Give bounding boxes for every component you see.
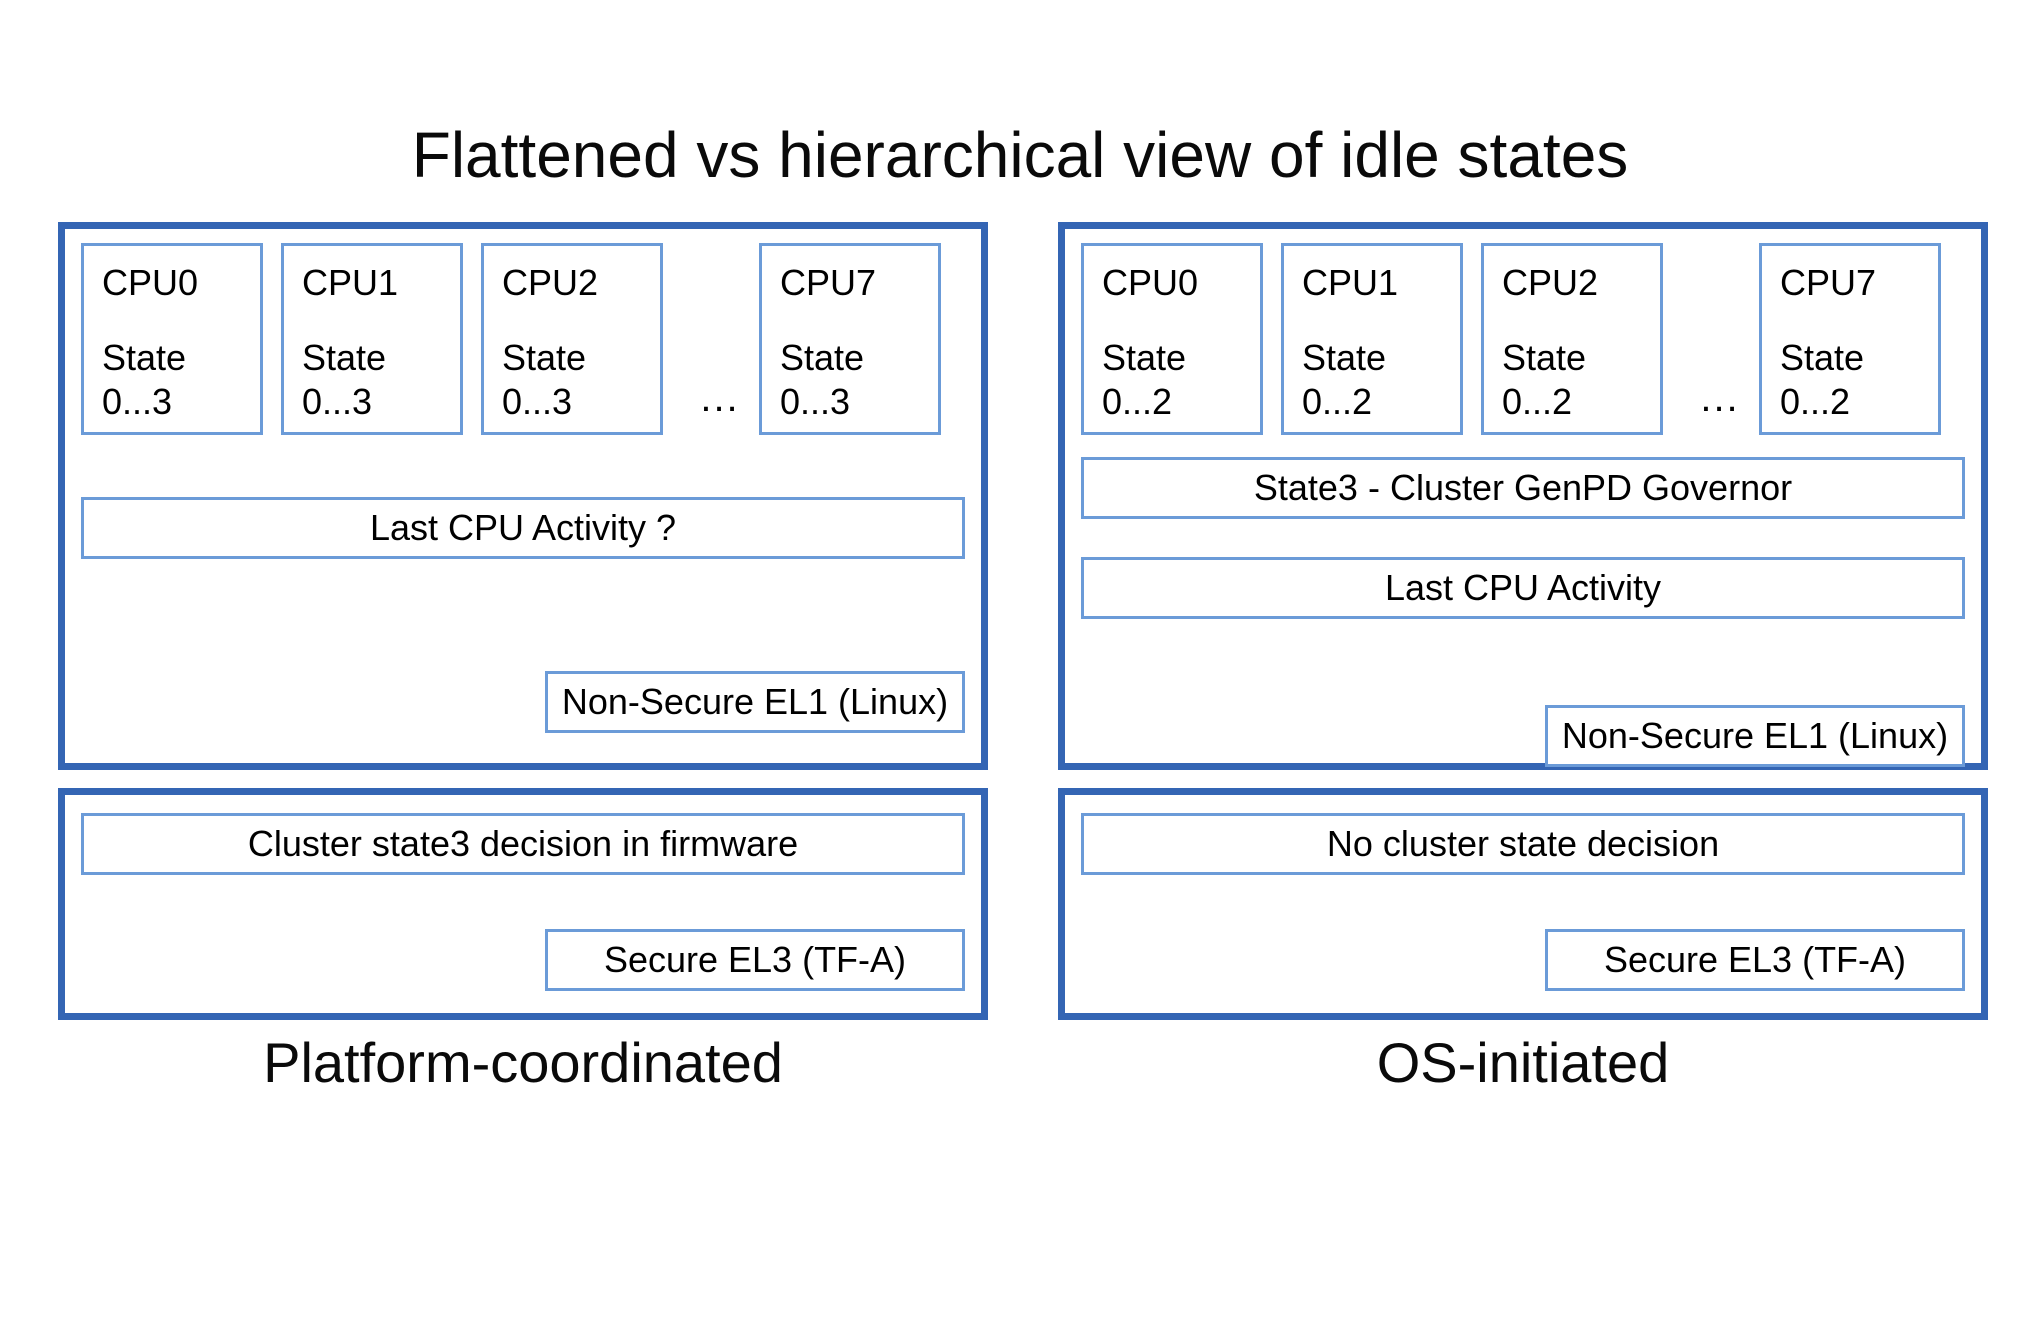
cpu-state-label: State [102,337,187,378]
cpu-state: State 0...2 [1780,336,1938,424]
left-cpu-row: CPU0 State 0...3 CPU1 State 0...3 CPU2 S… [81,243,965,441]
cpu-box-cpu1[interactable]: CPU1 State 0...3 [281,243,463,435]
cpu-state-label: State [1302,337,1387,378]
cpu-state: State 0...3 [102,336,260,424]
cpu-name: CPU7 [780,262,877,303]
right-el1-badge-wrap: Non-Secure EL1 (Linux) [1081,705,1965,767]
cpu-name: CPU1 [1302,262,1399,303]
cpu-state: State 0...3 [780,336,938,424]
right-last-cpu-activity-bar: Last CPU Activity [1081,557,1965,619]
cpu-row-ellipsis: ... [700,376,740,420]
cpu-state-label: State [502,337,587,378]
cpu-name: CPU2 [1502,262,1599,303]
os-initiated-column: CPU0 State 0...2 CPU1 State 0...2 CPU2 S… [1058,222,1988,1020]
left-secure-el3-badge: Secure EL3 (TF-A) [545,929,965,991]
left-el3-badge-wrap: Secure EL3 (TF-A) [81,929,965,991]
cpu-state-range: 0...2 [1780,381,1851,422]
cpu-state-range: 0...3 [102,381,173,422]
right-os-panel: CPU0 State 0...2 CPU1 State 0...2 CPU2 S… [1058,222,1988,770]
cpu-box-cpu7[interactable]: CPU7 State 0...3 [759,243,941,435]
cpu-row-ellipsis: ... [1700,376,1740,420]
cpu-state-range: 0...2 [1102,381,1173,422]
caption-os-initiated: OS-initiated [1376,1031,1670,1094]
right-cluster-decision-bar: No cluster state decision [1081,813,1965,875]
cpu-state-range: 0...2 [1502,381,1573,422]
right-cluster-genpd-governor-bar: State3 - Cluster GenPD Governor [1081,457,1965,519]
caption-platform-coordinated: Platform-coordinated [263,1031,783,1094]
cpu-state: State 0...2 [1102,336,1260,424]
right-el3-badge-wrap: Secure EL3 (TF-A) [1081,929,1965,991]
page-title: Flattened vs hierarchical view of idle s… [411,119,1629,191]
cpu-box-cpu2[interactable]: CPU2 State 0...3 [481,243,663,435]
cpu-state-range: 0...2 [1302,381,1373,422]
left-firmware-panel: Cluster state3 decision in firmware Secu… [58,788,988,1020]
left-non-secure-el1-badge: Non-Secure EL1 (Linux) [545,671,965,733]
cpu-state: State 0...3 [302,336,460,424]
cpu-state-range: 0...3 [302,381,373,422]
left-cluster-decision-bar: Cluster state3 decision in firmware [81,813,965,875]
cpu-box-cpu1[interactable]: CPU1 State 0...2 [1281,243,1463,435]
right-cpu-row: CPU0 State 0...2 CPU1 State 0...2 CPU2 S… [1081,243,1965,441]
cpu-box-cpu0[interactable]: CPU0 State 0...2 [1081,243,1263,435]
cpu-state-label: State [1780,337,1865,378]
left-el1-badge-wrap: Non-Secure EL1 (Linux) [81,671,965,733]
cpu-state-range: 0...3 [502,381,573,422]
cpu-name: CPU1 [302,262,399,303]
cpu-state: State 0...3 [502,336,660,424]
right-non-secure-el1-badge: Non-Secure EL1 (Linux) [1545,705,1965,767]
cpu-box-cpu7[interactable]: CPU7 State 0...2 [1759,243,1941,435]
cpu-state: State 0...2 [1502,336,1660,424]
left-last-cpu-activity-bar: Last CPU Activity ? [81,497,965,559]
cpu-state: State 0...2 [1302,336,1460,424]
left-os-panel: CPU0 State 0...3 CPU1 State 0...3 CPU2 S… [58,222,988,770]
cpu-state-label: State [780,337,865,378]
cpu-state-range: 0...3 [780,381,851,422]
cpu-box-cpu2[interactable]: CPU2 State 0...2 [1481,243,1663,435]
cpu-name: CPU0 [102,262,199,303]
cpu-state-label: State [1502,337,1587,378]
cpu-name: CPU7 [1780,262,1877,303]
cpu-state-label: State [302,337,387,378]
cpu-name: CPU2 [502,262,599,303]
platform-coordinated-column: CPU0 State 0...3 CPU1 State 0...3 CPU2 S… [58,222,988,1020]
cpu-box-cpu0[interactable]: CPU0 State 0...3 [81,243,263,435]
cpu-state-label: State [1102,337,1187,378]
right-secure-el3-badge: Secure EL3 (TF-A) [1545,929,1965,991]
cpu-name: CPU0 [1102,262,1199,303]
right-firmware-panel: No cluster state decision Secure EL3 (TF… [1058,788,1988,1020]
